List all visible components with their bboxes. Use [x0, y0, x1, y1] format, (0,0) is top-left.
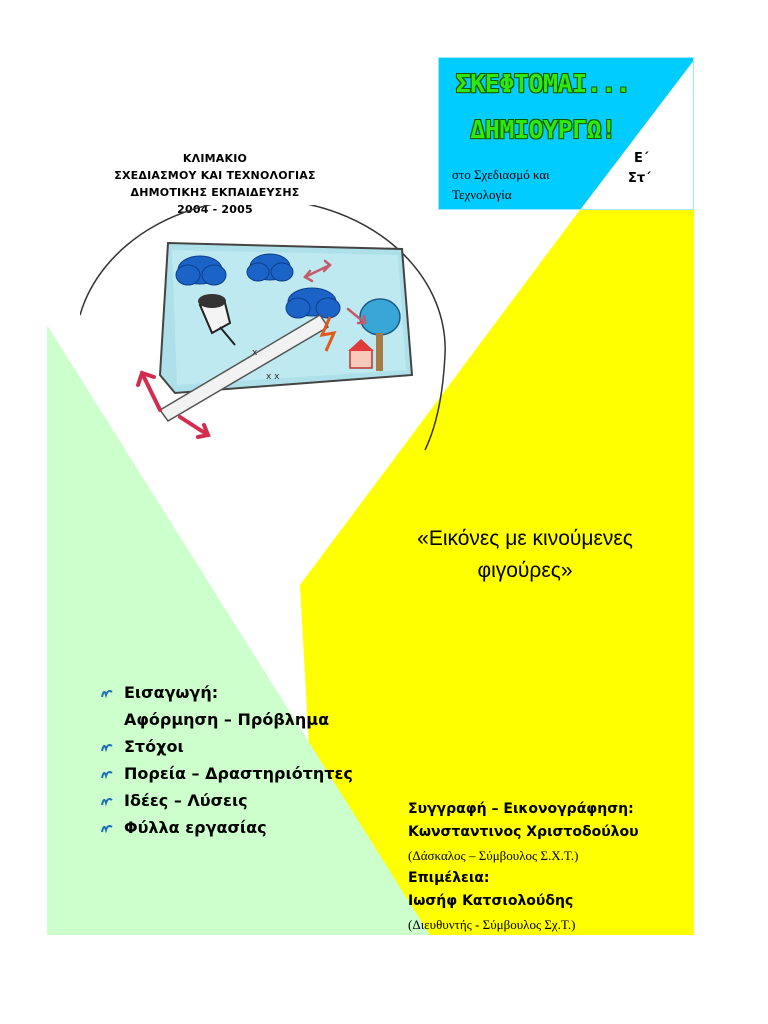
yellow-panel — [300, 57, 694, 935]
direction-arrow-icon — [178, 415, 211, 439]
badge-background — [438, 57, 694, 210]
brand-title-line2: ΔΗΜΙΟΥΡΓΩ! — [470, 115, 616, 144]
green-panel — [47, 325, 430, 935]
illustration-moving-figures: x x x — [80, 205, 446, 451]
squiggle-bullet-icon — [101, 690, 113, 699]
author-name: Κωνσταντινος Χριστοδούλου — [408, 824, 639, 840]
list-item-label: Ιδέες – Λύσεις — [124, 791, 248, 810]
direction-arrow-icon — [303, 259, 332, 283]
illustration-circle — [80, 205, 446, 356]
badge-subtitle: στο Σχεδιασμό και Τεχνολογία — [452, 165, 550, 205]
svg-text:x x: x x — [266, 372, 280, 382]
cloud-icon — [246, 253, 294, 282]
list-item: Πορεία – Δραστηριότητες — [100, 760, 353, 787]
tree-icon — [359, 298, 401, 371]
contents-list: Εισαγωγή: Αφόρμηση – Πρόβλημα Στόχοι Πορ… — [100, 679, 353, 841]
list-item: Στόχοι — [100, 733, 353, 760]
list-item: Φύλλα εργασίας — [100, 814, 353, 841]
institution-line: ΚΛΙΜΑΚΙΟ — [182, 152, 248, 165]
squiggle-bullet-icon — [101, 798, 113, 807]
list-item-label: Πορεία – Δραστηριότητες — [124, 764, 353, 783]
editing-label: Επιμέλεια: — [408, 870, 490, 886]
credits-block: Συγγραφή – Εικονογράφηση: Κωνσταντινος Χ… — [408, 798, 708, 936]
institution-line: ΔΗΜΟΤΙΚΗΣ ΕΚΠΑΙΔΕΥΣΗΣ — [130, 186, 300, 199]
grade-level-st: Στ΄ — [628, 171, 651, 186]
list-item-label: Εισαγωγή: — [124, 683, 219, 702]
list-item: Ιδέες – Λύσεις — [100, 787, 353, 814]
list-item-label: Στόχοι — [124, 737, 184, 756]
cloud-icon — [175, 255, 227, 286]
house-icon — [348, 339, 374, 369]
slider-strip — [158, 313, 330, 422]
institution-info: ΚΛΙΜΑΚΙΟ ΣΧΕΔΙΑΣΜΟΥ ΚΑΙ ΤΕΧΝΟΛΟΓΙΑΣ ΔΗΜΟ… — [60, 150, 370, 218]
list-item-label: Αφόρμηση – Πρόβλημα — [124, 710, 330, 729]
subtitle-line: στο Σχεδιασμό και — [452, 167, 550, 182]
list-item-label: Φύλλα εργασίας — [124, 818, 267, 837]
squiggle-bullet-icon — [101, 825, 113, 834]
editor-role: (Διευθυντής - Σύμβουλος Σχ.Τ.) — [408, 917, 576, 932]
svg-text:x: x — [252, 348, 258, 358]
list-item-continuation: Αφόρμηση – Πρόβλημα — [100, 706, 353, 733]
author-role: (Δάσκαλος – Σύμβουλος Σ.Χ.Τ.) — [408, 848, 579, 863]
institution-line: ΣΧΕΔΙΑΣΜΟΥ ΚΑΙ ΤΕΧΝΟΛΟΓΙΑΣ — [114, 169, 316, 182]
lightning-icon — [319, 316, 337, 352]
direction-arrow-icon — [346, 307, 367, 325]
grade-levels: Ε΄ Στ΄ — [628, 149, 651, 189]
squiggle-bullet-icon — [101, 744, 113, 753]
school-year: 2004 - 2005 — [177, 203, 253, 216]
subtitle-line: Τεχνολογία — [452, 187, 512, 202]
authorship-label: Συγγραφή – Εικονογράφηση: — [408, 801, 634, 817]
list-item: Εισαγωγή: — [100, 679, 353, 706]
pushpin-icon — [198, 294, 236, 346]
main-title-line: φιγούρες» — [477, 559, 573, 582]
editor-name: Ιωσήφ Κατσιολούδης — [408, 893, 574, 909]
brand-title-line1: ΣΚΕΦΤΟΜΑΙ... — [455, 69, 631, 98]
grade-level-e: Ε΄ — [634, 151, 649, 166]
main-title: «Εικόνες με κινούμενες φιγούρες» — [365, 523, 685, 587]
direction-arrow-icon — [136, 370, 162, 412]
squiggle-bullet-icon — [101, 771, 113, 780]
series-badge: ΣΚΕΦΤΟΜΑΙ... ΔΗΜΙΟΥΡΓΩ! στο Σχεδιασμό κα… — [438, 57, 694, 210]
main-title-line: «Εικόνες με κινούμενες — [417, 527, 633, 550]
